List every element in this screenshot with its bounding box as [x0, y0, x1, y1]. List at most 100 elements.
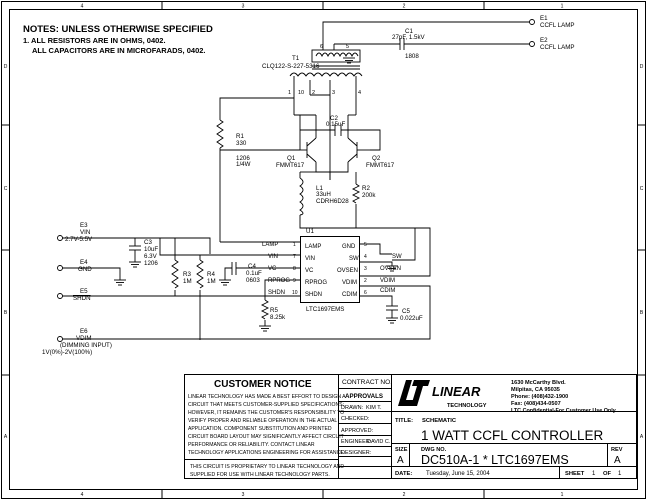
rev-label: REV: [611, 447, 623, 453]
q2-ref: Q2: [372, 155, 381, 162]
c3-value: 10uF: [144, 246, 158, 253]
u1-pin-1-num: 1: [293, 242, 296, 248]
net-cdim: CDIM: [380, 288, 395, 294]
r1-ref: R1: [236, 133, 244, 140]
net-ovsen: OVSEN: [380, 266, 401, 272]
ground-symbol: [259, 325, 271, 332]
zone-col-4-bottom: 4: [81, 492, 84, 498]
c1-ref: C1: [405, 28, 413, 35]
c2-ref: C2: [330, 115, 338, 122]
wiring: [62, 21, 530, 340]
t1-pin-2: 2: [312, 90, 315, 96]
notice-line: LINEAR TECHNOLOGY HAS MADE A BEST EFFORT…: [188, 394, 346, 400]
e2-terminal: [529, 41, 535, 47]
r2-ref: R2: [362, 185, 370, 192]
r3-value: 1M: [183, 278, 192, 285]
q2-part: FMMT617: [366, 162, 395, 169]
ground-symbol: [386, 317, 398, 324]
u1-pin-4-num: 4: [364, 254, 367, 260]
approved-label: APPROVED:: [341, 428, 374, 434]
u1-pin-vc-name: VC: [305, 268, 314, 274]
drawn-value: KIM T.: [366, 405, 382, 411]
e2-label: CCFL LAMP: [540, 44, 575, 51]
t1-pin-3: 3: [332, 90, 335, 96]
of-value: 1: [618, 471, 622, 477]
r2-resistor: [351, 183, 361, 204]
t1-pin-6: 6: [320, 44, 323, 50]
notice-line: CIRCUIT BOARD LAYOUT MAY SIGNIFICANTLY A…: [188, 434, 344, 440]
zone-row-c-left: C: [4, 186, 8, 192]
address-line: 1630 McCarthy Blvd.: [511, 380, 566, 386]
r1-power: 1/4W: [236, 161, 251, 168]
e3-label: VIN: [80, 229, 90, 236]
u1-pin-10-num: 10: [292, 290, 298, 296]
size-value: A: [397, 455, 404, 466]
zone-col-3-bottom: 3: [242, 492, 245, 498]
e5-label: SHDN: [73, 295, 91, 302]
net-shdn: SHDN: [268, 290, 285, 296]
t1-pin-10: 10: [298, 90, 304, 96]
notice-line: PERFORMANCE OR RELIABILITY. CONTACT LINE…: [188, 442, 315, 448]
zone-col-1-bottom: 1: [561, 492, 564, 498]
t1-part: CLQ122-S-227-5316: [262, 63, 320, 70]
zone-col-1-top: 1: [561, 4, 564, 10]
notice-line: VERIFY PROPER AND RELIABLE OPERATION IN …: [188, 418, 337, 424]
zone-row-d-left: D: [4, 64, 8, 70]
e6-terminal: [57, 336, 63, 342]
r5-value: 8.25k: [270, 314, 286, 321]
dwg-no-value: DC510A-1 * LTC1697EMS: [421, 453, 569, 467]
u1-pin-2-num: 2: [364, 278, 367, 284]
u1-pin-cdim-name: CDIM: [342, 292, 357, 298]
notes-line-2: ALL CAPACITORS ARE IN MICROFARADS, 0402.: [32, 46, 206, 55]
e5-terminal: [57, 293, 63, 299]
zone-row-c-right: C: [640, 186, 644, 192]
t1-transformer: [289, 49, 363, 80]
e1-terminal: [529, 19, 535, 25]
proprietary-line: THIS CIRCUIT IS PROPRIETARY TO LINEAR TE…: [190, 464, 344, 470]
e2-ref: E2: [540, 37, 548, 44]
t1-ref: T1: [292, 55, 300, 62]
q1-part: FMMT617: [276, 162, 305, 169]
sheet-label: SHEET: [565, 471, 585, 477]
zone-row-b-right: B: [640, 310, 644, 316]
net-vdim: VDIM: [380, 278, 395, 284]
t1-pin-1: 1: [288, 90, 291, 96]
u1-pin-7-num: 7: [293, 254, 296, 260]
proprietary-line: SUPPLIED FOR USE WITH LINEAR TECHNOLOGY …: [190, 472, 330, 478]
title-value: SCHEMATIC: [422, 418, 457, 424]
of-label: OF: [603, 471, 612, 477]
net-sw: SW: [392, 254, 402, 260]
net-rprog: RPROG: [268, 278, 290, 284]
r5-ref: R5: [270, 307, 278, 314]
u1-ic-body: [300, 236, 360, 303]
u1-pin-vin-name: VIN: [305, 256, 315, 262]
notice-line: TECHNOLOGY APPLICATIONS ENGINEERING FOR …: [188, 450, 345, 456]
net-lamp: LAMP: [262, 242, 278, 248]
zone-row-d-right: D: [640, 64, 644, 70]
l1-inductor-coil: [299, 177, 304, 216]
ground-symbol: [219, 279, 231, 286]
l1-value: 33uH: [316, 191, 331, 198]
r5-resistor: [260, 299, 270, 320]
notice-line: HOWEVER, IT REMAINS THE CUSTOMER'S RESPO…: [188, 410, 344, 416]
address-line: Fax: (408)434-0507: [511, 401, 561, 407]
e4-label: GND: [78, 266, 92, 273]
c2-value: 0.15uF: [326, 121, 345, 128]
logo-subtext: TECHNOLOGY: [447, 403, 487, 409]
e1-label: CCFL LAMP: [540, 22, 575, 29]
c5-ref: C5: [402, 308, 410, 315]
u1-pin-ovsen-name: OVSEN: [337, 268, 358, 274]
date-value: Tuesday, June 15, 2004: [426, 471, 490, 477]
c4-package: 0603: [246, 277, 260, 284]
c5-value: 0.022uF: [400, 315, 423, 322]
r2-value: 200k: [362, 192, 376, 199]
ground-symbol: [114, 279, 126, 286]
e3-terminal: [57, 235, 63, 241]
zone-row-a-left: A: [4, 434, 8, 440]
zone-row-a-right: A: [640, 434, 644, 440]
engineer-value: DAVID C.: [367, 439, 391, 445]
r1-resistor: [216, 119, 224, 149]
notice-line: CIRCUIT THAT MEETS CUSTOMER-SUPPLIED SPE…: [188, 402, 344, 408]
